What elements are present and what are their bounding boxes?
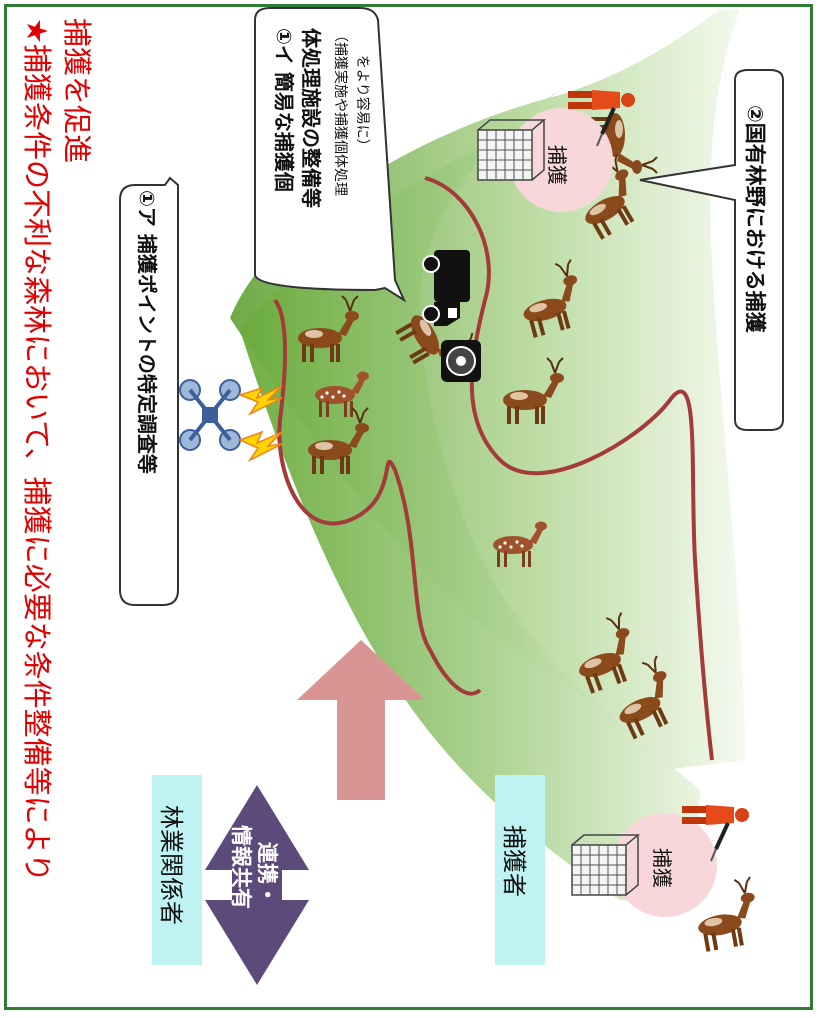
headline-line1: ★捕獲条件の不利な森林において、捕獲に必要な条件整備等により xyxy=(20,18,54,883)
lightning-icon-1 xyxy=(237,385,283,416)
cooperation-label-line2: 情報共有 xyxy=(229,825,253,909)
capture-zone-lower xyxy=(613,813,717,917)
forest-slope-front xyxy=(240,90,700,900)
capture-label-upper: 捕獲 xyxy=(545,145,569,185)
hunter-tag xyxy=(495,775,545,965)
headline-line2: 捕獲を促進 xyxy=(60,18,94,164)
cooperation-label-line1: 連携・ xyxy=(255,842,279,905)
forest-road-2 xyxy=(424,176,714,761)
national-forest-callout-text: ②国有林野における捕獲 xyxy=(743,105,767,333)
facility-note-line2: をより容易に） xyxy=(354,55,370,153)
facility-title-line2: 体処理施設の整備等 xyxy=(299,28,323,208)
lightning-icon-2 xyxy=(237,430,283,462)
capture-zone-upper xyxy=(509,108,613,212)
promotion-arrow xyxy=(297,640,425,800)
hunter-label: 捕獲者 xyxy=(500,825,528,897)
survey-callout xyxy=(119,176,179,606)
facility-title-line1: ①イ 簡易な捕獲個 xyxy=(272,28,296,192)
facility-note-line1: （捕獲実施や捕獲個体処理 xyxy=(332,28,348,196)
capture-label-lower: 捕獲 xyxy=(650,848,674,888)
forestry-tag xyxy=(152,775,202,965)
survey-callout-text: ①ア 捕獲ポイントの特定調査等 xyxy=(135,190,159,474)
national-forest-callout xyxy=(639,69,784,431)
forest-road-1 xyxy=(273,298,482,696)
diagram-frame xyxy=(4,4,813,1010)
truck-icon xyxy=(422,250,470,326)
processing-unit-icon xyxy=(441,340,481,382)
forestry-label: 林業関係者 xyxy=(157,805,185,925)
drone-icon xyxy=(179,379,241,451)
facility-callout xyxy=(254,7,407,303)
